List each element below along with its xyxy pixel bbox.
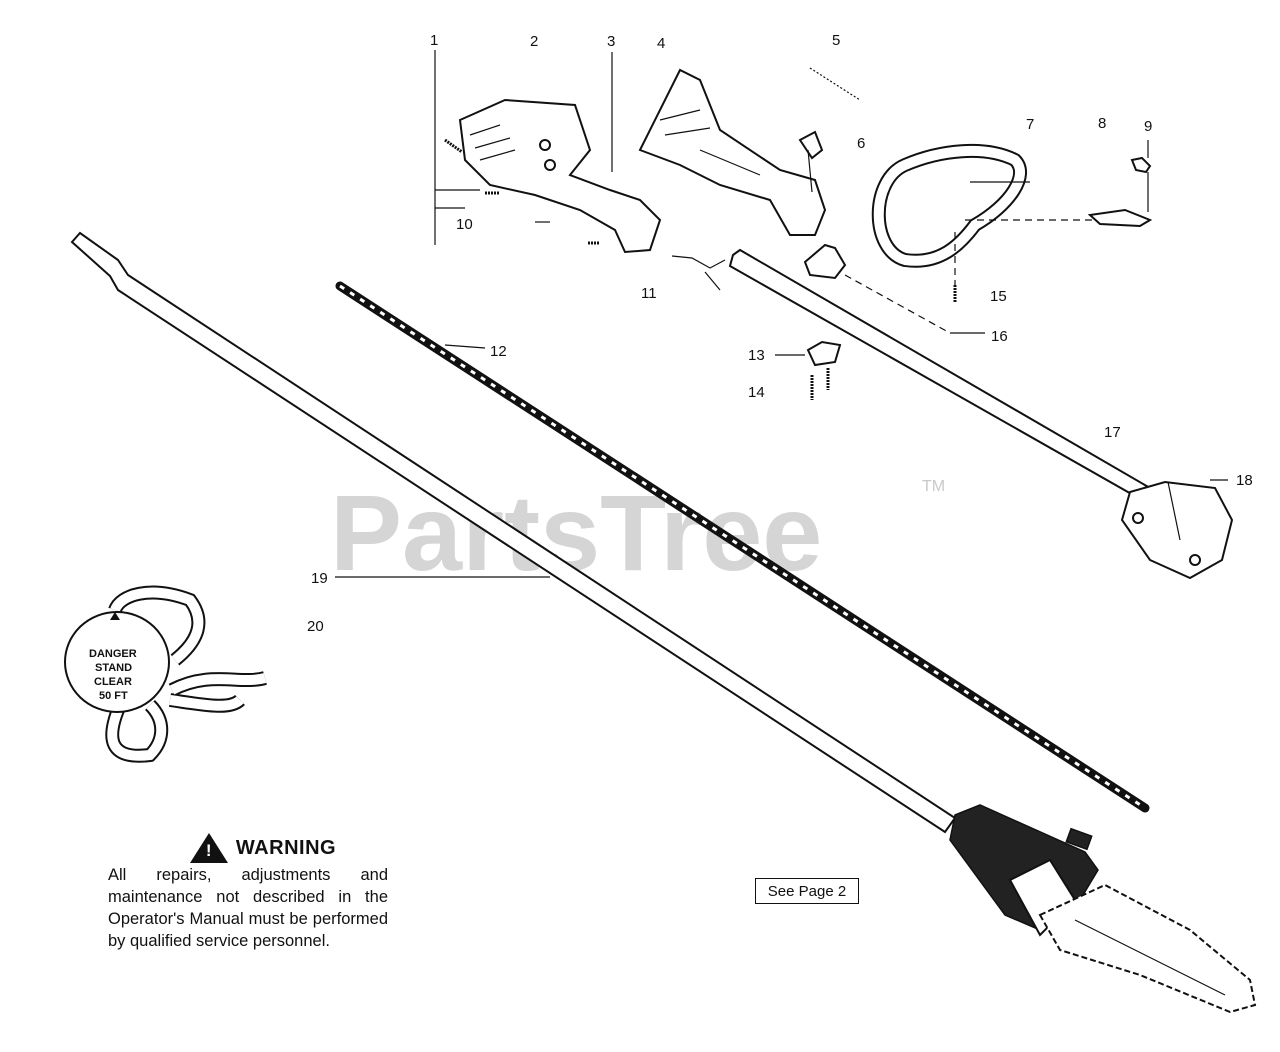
part-2-handle-housing — [458, 98, 662, 254]
callout-7: 7 — [1026, 116, 1034, 133]
callout-19: 19 — [311, 570, 328, 587]
callout-16: 16 — [991, 328, 1008, 345]
part-13-clip — [806, 340, 842, 367]
callout-3: 3 — [607, 33, 615, 50]
warning-body: All repairs, adjustments and maintenance… — [108, 866, 388, 950]
decal-line-2: STAND — [95, 662, 132, 674]
part-20-shoulder-strap: DANGER STAND CLEAR 50 FT — [64, 585, 267, 763]
callout-14: 14 — [748, 384, 765, 401]
callout-13: 13 — [748, 347, 765, 364]
part-8-clamp — [1087, 208, 1153, 228]
part-11-switch — [671, 255, 726, 291]
part-5-spring — [809, 67, 861, 101]
callout-10: 10 — [456, 216, 473, 233]
decal-line-4: 50 FT — [99, 690, 128, 702]
callout-15: 15 — [990, 288, 1007, 305]
warning-title: WARNING — [235, 836, 337, 859]
callout-17: 17 — [1104, 424, 1121, 441]
callout-5: 5 — [832, 32, 840, 49]
warning-notice: ! WARNING All repairs, adjustments and m… — [108, 833, 388, 952]
part-16-clip — [803, 243, 847, 280]
see-page-link[interactable]: See Page 2 — [755, 878, 859, 904]
part-12-drive-shaft — [335, 281, 1150, 813]
part-4-throttle-housing — [638, 68, 827, 236]
part-18-coupler — [1120, 480, 1234, 580]
callout-2: 2 — [530, 33, 538, 50]
part-7-front-handle — [871, 144, 1027, 268]
callout-9: 9 — [1144, 118, 1152, 135]
leader-lines — [335, 50, 1228, 578]
callout-1: 1 — [430, 32, 438, 49]
watermark-trademark: TM — [922, 478, 945, 495]
part-17-boom-tube — [728, 248, 1152, 502]
callout-numbers: 1 2 3 4 5 6 7 8 9 10 11 12 13 14 15 16 1… — [307, 32, 1253, 635]
warning-heading: ! WARNING — [138, 833, 388, 863]
pole-saw-head — [949, 804, 1257, 1014]
part-1-screws — [444, 138, 600, 245]
part-6-trigger — [798, 130, 824, 193]
part-9-wing-nut — [1130, 156, 1152, 174]
decal-line-3: CLEAR — [94, 676, 132, 688]
callout-20: 20 — [307, 618, 324, 635]
warning-triangle-icon: ! — [189, 833, 228, 863]
callout-11: 11 — [641, 285, 657, 302]
callout-6: 6 — [857, 135, 865, 152]
part-19-drive-tube — [70, 231, 957, 834]
part-14-screws — [810, 368, 830, 400]
callout-4: 4 — [657, 35, 665, 52]
callout-8: 8 — [1098, 115, 1106, 132]
decal-line-1: DANGER — [89, 648, 137, 660]
callout-12: 12 — [490, 343, 507, 360]
callout-18: 18 — [1236, 472, 1253, 489]
